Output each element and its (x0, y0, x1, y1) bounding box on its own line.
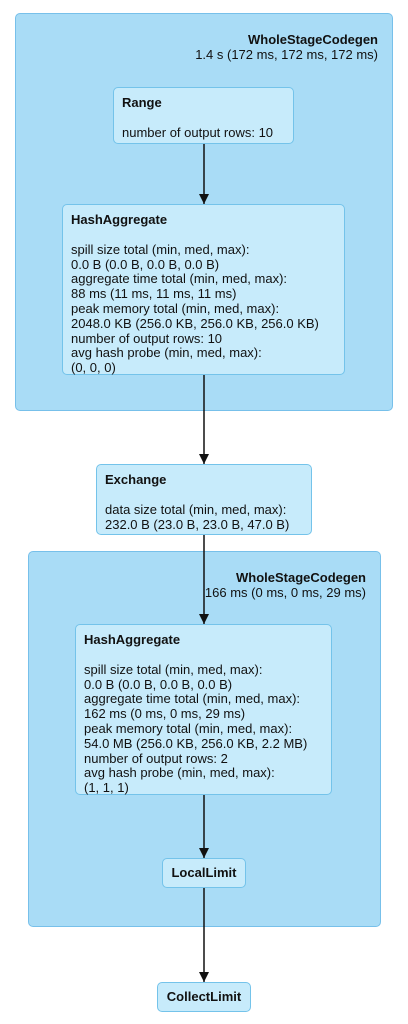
cluster-1-header: WholeStageCodegen 1.4 s (172 ms, 172 ms,… (195, 32, 378, 62)
hash-aggregate-2-metrics: spill size total (min, med, max): 0.0 B … (84, 661, 323, 796)
range-metric-line: number of output rows: 10 (122, 124, 274, 140)
metric-line: 2048.0 KB (256.0 KB, 256.0 KB, 256.0 KB) (71, 315, 319, 331)
metric-line: number of output rows: 2 (84, 750, 228, 766)
metric-line: data size total (min, med, max): (105, 501, 287, 517)
collect-limit-node[interactable]: CollectLimit (157, 982, 251, 1012)
metric-line: (0, 0, 0) (71, 360, 116, 376)
metric-line: 162 ms (0 ms, 0 ms, 29 ms) (84, 706, 246, 722)
range-metrics: number of output rows: 10 (122, 124, 285, 141)
metric-line: avg hash probe (min, med, max): (71, 345, 262, 361)
metric-line: 0.0 B (0.0 B, 0.0 B, 0.0 B) (84, 676, 233, 692)
exchange-title: Exchange (105, 472, 167, 487)
hash-aggregate-2-title: HashAggregate (84, 632, 181, 647)
hash-aggregate-1-title: HashAggregate (71, 212, 168, 227)
range-title: Range (122, 95, 162, 110)
metric-line: 88 ms (11 ms, 11 ms, 11 ms) (71, 286, 237, 302)
hash-aggregate-node-2[interactable]: HashAggregate spill size total (min, med… (75, 624, 332, 795)
metric-line: aggregate time total (min, med, max): (71, 271, 288, 287)
cluster-1-name: WholeStageCodegen (247, 32, 378, 47)
local-limit-node[interactable]: LocalLimit (162, 858, 246, 888)
metric-line: 0.0 B (0.0 B, 0.0 B, 0.0 B) (71, 256, 220, 272)
hash-aggregate-1-metrics: spill size total (min, med, max): 0.0 B … (71, 241, 336, 376)
metric-line: avg hash probe (min, med, max): (84, 765, 275, 781)
cluster-2-header: WholeStageCodegen 166 ms (0 ms, 0 ms, 29… (205, 570, 366, 600)
metric-line: peak memory total (min, med, max): (71, 300, 280, 316)
exchange-metrics: data size total (min, med, max): 232.0 B… (105, 501, 303, 533)
hash-aggregate-node-1[interactable]: HashAggregate spill size total (min, med… (62, 204, 345, 375)
metric-line: 54.0 MB (256.0 KB, 256.0 KB, 2.2 MB) (84, 735, 308, 751)
cluster-2-timing: 166 ms (0 ms, 0 ms, 29 ms) (204, 585, 366, 600)
local-limit-title: LocalLimit (171, 864, 237, 880)
cluster-1-timing: 1.4 s (172 ms, 172 ms, 172 ms) (195, 47, 378, 62)
collect-limit-title: CollectLimit (166, 988, 242, 1004)
metric-line: peak memory total (min, med, max): (84, 720, 293, 736)
metric-line: spill size total (min, med, max): (71, 241, 250, 257)
exchange-node[interactable]: Exchange data size total (min, med, max)… (96, 464, 312, 535)
metric-line: (1, 1, 1) (84, 780, 129, 796)
metric-line: spill size total (min, med, max): (84, 661, 263, 677)
range-node[interactable]: Range number of output rows: 10 (113, 87, 294, 144)
metric-line: number of output rows: 10 (71, 330, 223, 346)
cluster-2-name: WholeStageCodegen (235, 570, 366, 585)
metric-line: 232.0 B (23.0 B, 23.0 B, 47.0 B) (105, 516, 290, 532)
metric-line: aggregate time total (min, med, max): (84, 691, 301, 707)
